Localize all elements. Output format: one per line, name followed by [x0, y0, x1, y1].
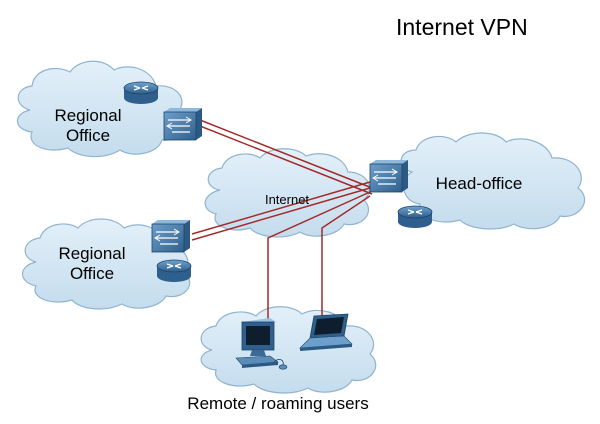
workstation-icon	[235, 318, 288, 370]
remote-users-label: Remote / roaming users	[187, 394, 369, 413]
vpn-tunnel-lines	[191, 119, 373, 322]
regional-office-top-label: Regional Office	[50, 106, 126, 146]
regional-office-bottom-line1: Regional	[58, 244, 126, 263]
regional-office-bottom-line2: Office	[69, 264, 115, 283]
regional-office-top-line1: Regional	[54, 106, 122, 125]
internet-label: Internet	[264, 192, 310, 207]
router-icon	[156, 259, 192, 282]
laptop-icon	[299, 313, 353, 351]
head-office-label: Head-office	[435, 174, 523, 193]
firewall-icon	[151, 220, 190, 253]
tunnel-workstation-head	[267, 191, 371, 322]
tunnel-regional-bottom-head-2	[191, 187, 371, 241]
tunnel-regional-bottom-head-1	[191, 181, 371, 235]
tunnel-regional-top-head-1	[199, 119, 373, 189]
tunnel-regional-top-head-2	[199, 125, 373, 195]
diagram-title: Internet VPN	[396, 14, 528, 40]
cloud-head-office	[400, 132, 586, 230]
router-icon	[123, 81, 159, 104]
regional-office-top-line2: Office	[65, 126, 111, 145]
router-icon	[397, 205, 433, 228]
regional-office-bottom-label: Regional Office	[54, 244, 130, 284]
firewall-icon	[163, 108, 202, 141]
cloud-remote-users	[200, 306, 377, 394]
tunnel-laptop-head	[321, 195, 371, 316]
firewall-icon	[369, 160, 408, 193]
